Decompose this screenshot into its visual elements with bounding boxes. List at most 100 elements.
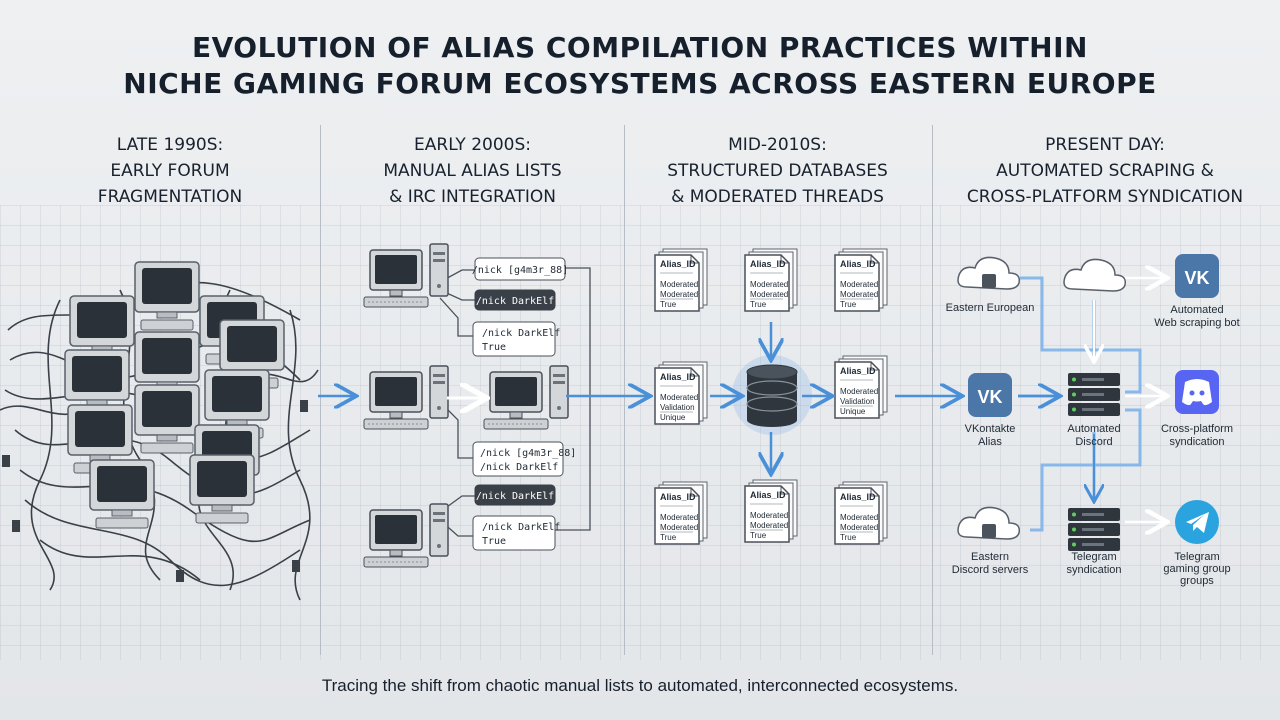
doc-line: Moderated [840, 513, 878, 522]
doc-line: Moderated [660, 523, 698, 532]
doc-line: Moderated [750, 280, 788, 289]
irc-bubble-text: /nick DarkElf [476, 491, 554, 502]
page-title: EVOLUTION OF ALIAS COMPILATION PRACTICES… [0, 30, 1280, 102]
vk-label: Alias [978, 436, 1002, 448]
doc-line: True [840, 300, 857, 309]
irc-bubble-text: True [482, 342, 506, 353]
column-divider [932, 125, 933, 655]
irc-bubble-text: /nick [g4m3r_88] [480, 448, 576, 459]
doc-header: Alias_ID [660, 492, 696, 502]
irc-bubble-text: True [482, 536, 506, 547]
doc-line: True [750, 531, 767, 540]
vk-icon: VK [1175, 254, 1219, 298]
column-divider [624, 125, 625, 655]
discord-label: Cross-platform [1161, 423, 1233, 435]
column-heading-line: AUTOMATED SCRAPING & [996, 161, 1214, 181]
crt-monitor [89, 459, 155, 529]
database-icon [732, 355, 812, 435]
doc-line: Moderated [750, 521, 788, 530]
doc-line: Validation [840, 397, 875, 406]
doc-line: Moderated [660, 513, 698, 522]
doc-line: Moderated [840, 280, 878, 289]
column-heading-present: PRESENT DAY: AUTOMATED SCRAPING & CROSS-… [930, 132, 1280, 210]
server-label: Discord [1075, 436, 1112, 448]
discord-icon [1175, 370, 1219, 414]
cloud-label: Eastern [971, 551, 1009, 563]
column-heading-2000s: EARLY 2000s: MANUAL ALIAS LISTS & IRC IN… [320, 132, 625, 210]
server-rack-icon [1068, 373, 1120, 416]
footer-caption: Tracing the shift from chaotic manual li… [321, 676, 959, 695]
column-heading-line: PRESENT DAY: [1045, 135, 1165, 155]
irc-bubble: /nick [g4m3r_88] [472, 257, 568, 281]
alias-document: Alias_ID Moderated Moderated True [744, 479, 798, 543]
desktop-computer [363, 365, 449, 430]
title-line-1: EVOLUTION OF ALIAS COMPILATION PRACTICES… [192, 31, 1088, 64]
doc-header: Alias_ID [750, 490, 786, 500]
desktop-computer [363, 243, 449, 308]
desktop-computer [363, 503, 449, 568]
crt-monitor [134, 384, 200, 454]
doc-header: Alias_ID [840, 492, 876, 502]
doc-header: Alias_ID [660, 372, 696, 382]
alias-document: Alias_ID Moderated Validation Unique [654, 361, 708, 425]
cloud-icon [957, 506, 1021, 540]
vk-label: Automated [1170, 304, 1223, 316]
doc-header: Alias_ID [840, 259, 876, 269]
crt-monitor [189, 454, 255, 524]
irc-bubble: /nick DarkElf [474, 484, 556, 506]
column-heading-line: MANUAL ALIAS LISTS [383, 161, 562, 181]
irc-bubble-text: /nick DarkElf [476, 296, 554, 307]
column-heading-1990s: LATE 1990s: EARLY FORUM FRAGMENTATION [20, 132, 320, 210]
cloud-icon [1063, 258, 1127, 292]
crt-monitor [134, 261, 200, 331]
cloud-label: Eastern European [946, 302, 1035, 314]
doc-line: True [840, 533, 857, 542]
irc-bubble-text: /nick DarkElf [480, 462, 558, 473]
column-divider [320, 125, 321, 655]
doc-line: Moderated [840, 290, 878, 299]
doc-line: Moderated [660, 280, 698, 289]
server-label: syndication [1066, 564, 1121, 576]
telegram-label: gaming group [1163, 563, 1230, 575]
irc-bubble-text: /nick DarkElf [482, 328, 560, 339]
telegram-icon [1175, 500, 1219, 544]
cloud-label: Discord servers [952, 564, 1029, 576]
irc-bubble: /nick DarkElf True [472, 321, 560, 357]
telegram-label: Telegram [1174, 551, 1219, 563]
server-rack-icon [1068, 508, 1120, 551]
alias-document: Alias_ID Moderated Moderated True [744, 248, 798, 312]
irc-bubble: /nick DarkElf [474, 289, 556, 311]
alias-document: Alias_ID Moderated Moderated True [654, 481, 708, 545]
desktop-computer [483, 365, 569, 430]
title-line-2: NICHE GAMING FORUM ECOSYSTEMS ACROSS EAS… [123, 67, 1157, 100]
irc-network: /nick [g4m3r_88] /nick DarkElf /nick Dar… [363, 243, 591, 568]
alias-document: Alias_ID Moderated Validation Unique [834, 355, 888, 419]
cloud-icon [957, 256, 1021, 290]
syndication-network: Eastern European Eastern Discord servers… [946, 254, 1240, 587]
doc-line: Moderated [840, 387, 878, 396]
doc-line: True [750, 300, 767, 309]
server-label: Telegram [1071, 551, 1116, 563]
doc-line: Unique [840, 407, 866, 416]
doc-line: Moderated [750, 511, 788, 520]
discord-label: syndication [1169, 436, 1224, 448]
doc-header: Alias_ID [750, 259, 786, 269]
doc-line: Moderated [750, 290, 788, 299]
irc-bubble-text: /nick DarkElf [482, 522, 560, 533]
doc-line: Moderated [660, 290, 698, 299]
tangled-computers-cluster [0, 261, 319, 601]
column-heading-line: & IRC INTEGRATION [389, 187, 556, 207]
doc-line: Validation [660, 403, 695, 412]
column-heading-line: MID-2010s: [728, 135, 827, 155]
doc-line: True [660, 300, 677, 309]
vk-glyph: VK [1184, 268, 1209, 288]
column-heading-2010s: MID-2010s: STRUCTURED DATABASES & MODERA… [625, 132, 930, 210]
vk-label: VKontakte [965, 423, 1016, 435]
doc-line: Moderated [660, 393, 698, 402]
alias-document: Alias_ID Moderated Moderated True [654, 248, 708, 312]
alias-document: Alias_ID Moderated Moderated True [834, 481, 888, 545]
vk-glyph: VK [977, 387, 1002, 407]
column-heading-line: EARLY FORUM [110, 161, 230, 181]
alias-document: Alias_ID Moderated Moderated True [834, 248, 888, 312]
